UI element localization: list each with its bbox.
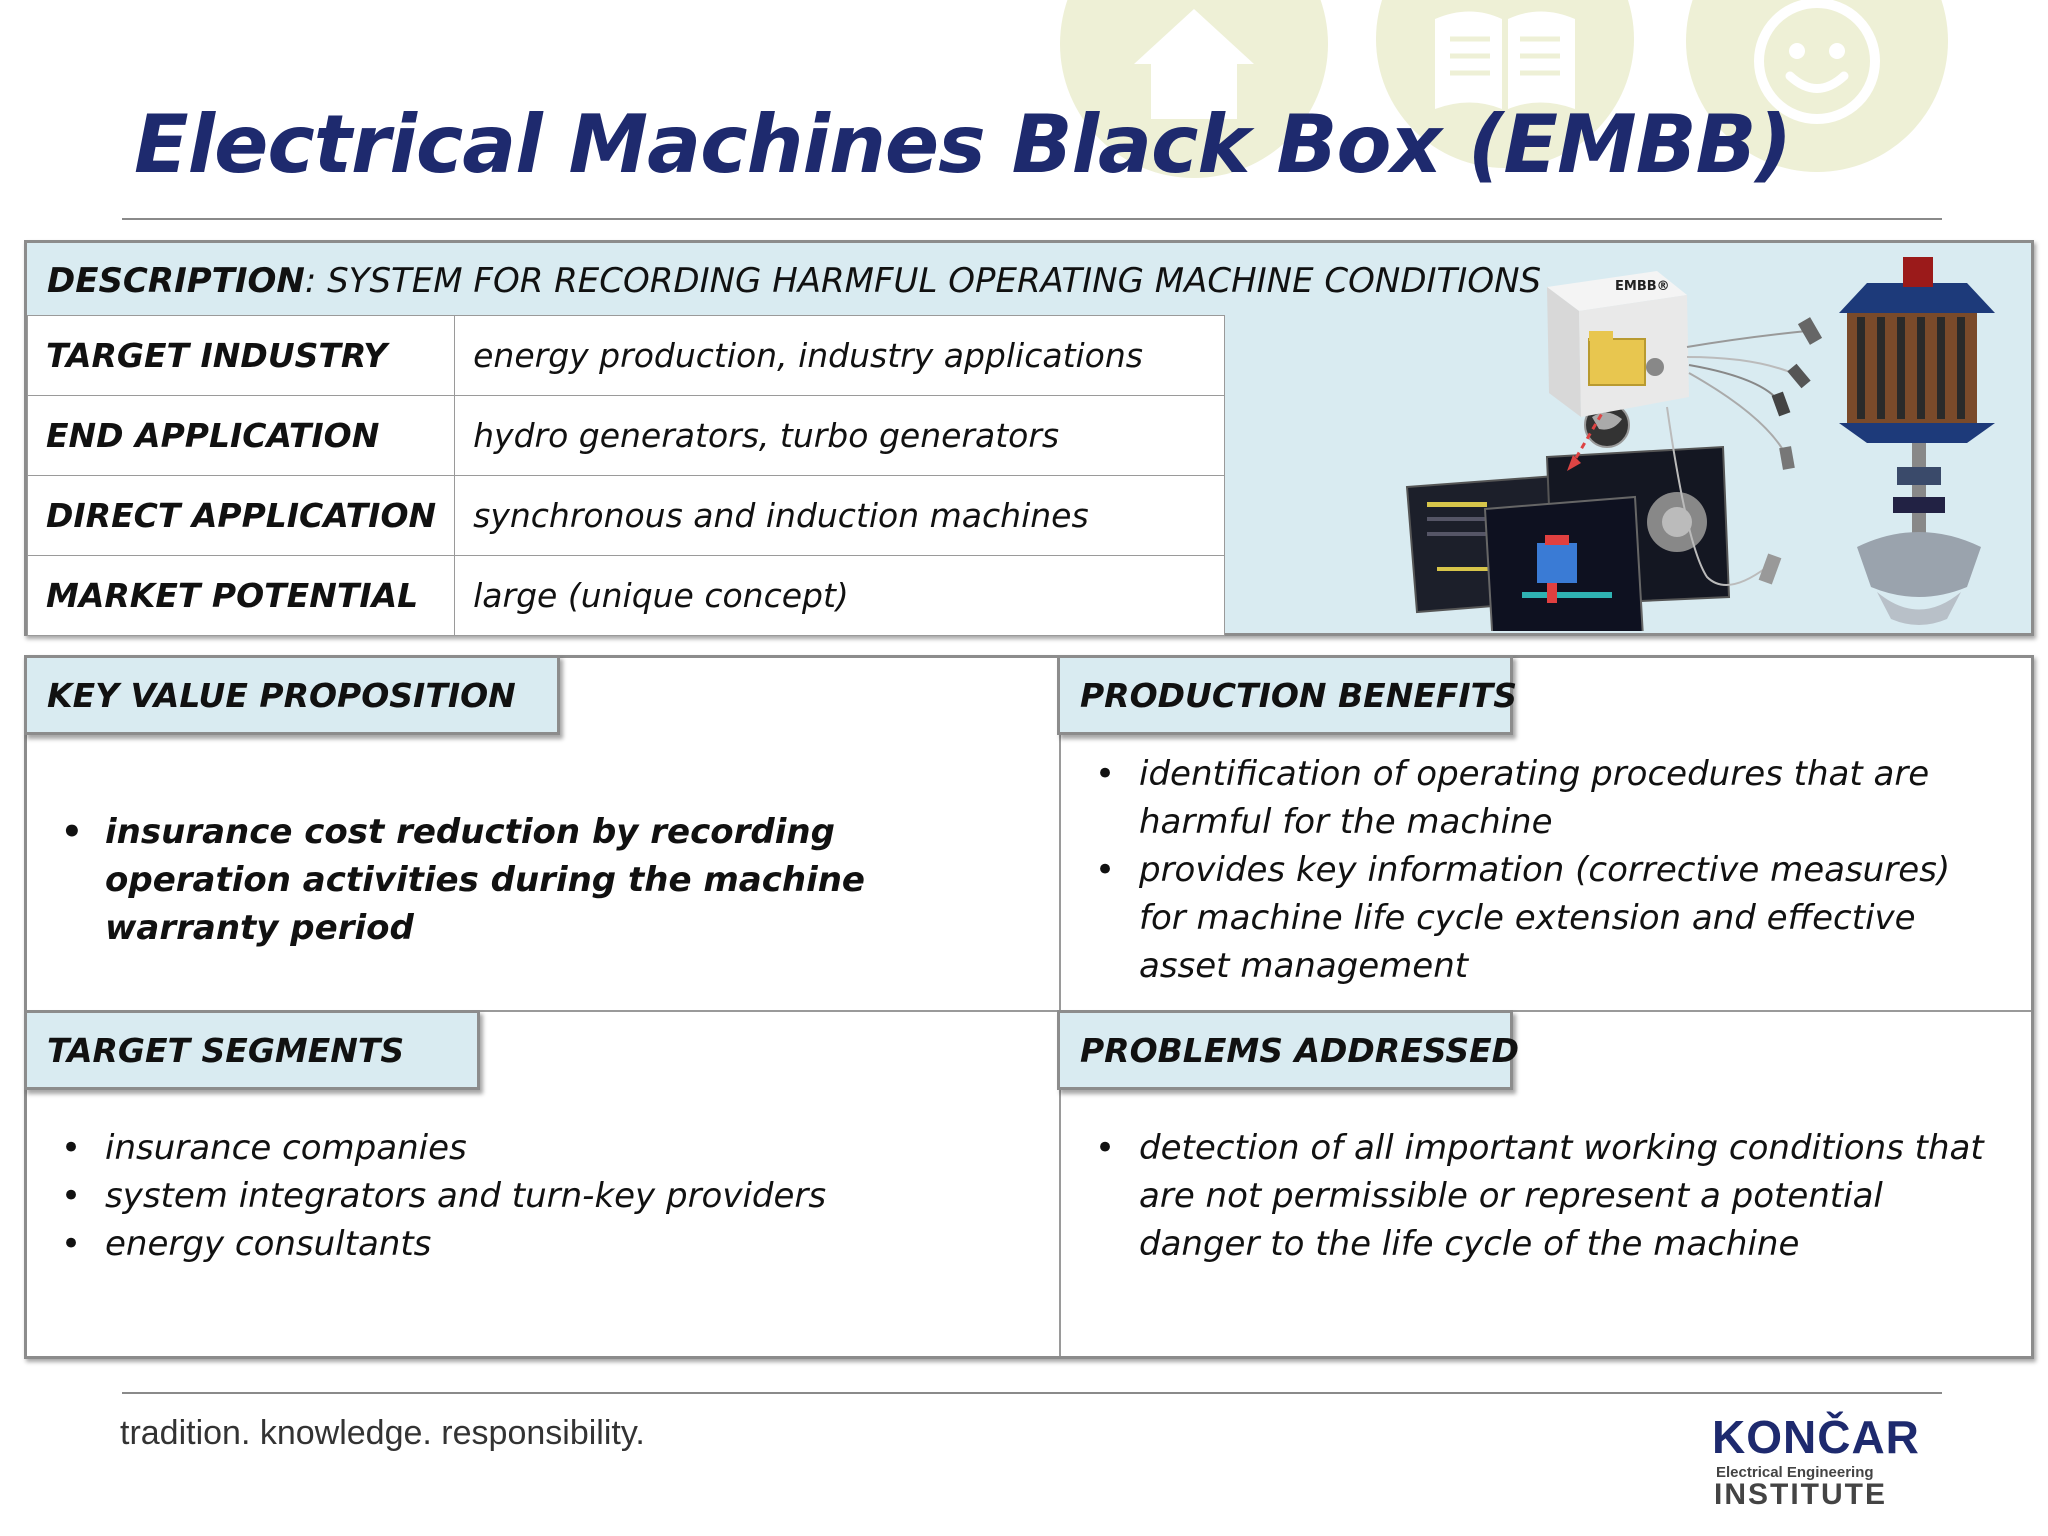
logo-subtitle: Electrical Engineering — [1716, 1464, 1874, 1481]
description-separator: : — [304, 261, 328, 301]
row-value: energy production, industry applications — [454, 315, 1225, 396]
problems-addressed-list: detection of all important working condi… — [1083, 1124, 1993, 1268]
grid-divider-horizontal — [27, 1010, 2031, 1012]
bottom-divider — [122, 1392, 1942, 1394]
generator-icon — [1839, 257, 1995, 625]
key-value-list: insurance cost reduction by recording op… — [49, 808, 1029, 952]
description-panel: DESCRIPTION: SYSTEM FOR RECORDING HARMFU… — [24, 240, 2034, 636]
sensor-icon — [1758, 317, 1823, 585]
list-item: system integrators and turn-key provider… — [49, 1172, 1029, 1220]
smiley-icon — [1754, 0, 1880, 124]
target-segments-title: TARGET SEGMENTS — [24, 1010, 480, 1090]
list-item: provides key information (corrective mea… — [1083, 846, 1993, 990]
row-value: large (unique concept) — [454, 555, 1225, 636]
row-key: END APPLICATION — [26, 395, 456, 476]
grid-divider-vertical — [1059, 658, 1061, 1356]
row-value: synchronous and induction machines — [454, 475, 1225, 556]
list-item: identification of operating procedures t… — [1083, 750, 1993, 846]
list-item: detection of all important working condi… — [1083, 1124, 1993, 1268]
key-value-title: KEY VALUE PROPOSITION — [24, 655, 560, 735]
embb-illustration: EMBB® — [1405, 257, 1995, 631]
production-benefits-title: PRODUCTION BENEFITS — [1057, 655, 1517, 735]
problems-addressed-title: PROBLEMS ADDRESSED — [1057, 1010, 1519, 1090]
book-icon — [1435, 11, 1575, 109]
description-text: SYSTEM FOR RECORDING HARMFUL OPERATING M… — [327, 261, 1542, 301]
description-label: DESCRIPTION — [47, 261, 305, 301]
row-key: MARKET POTENTIAL — [26, 555, 456, 636]
target-segments-list: insurance companies system integrators a… — [49, 1124, 1029, 1268]
production-benefits-list: identification of operating procedures t… — [1083, 750, 1993, 990]
details-grid: KEY VALUE PROPOSITION insurance cost red… — [24, 655, 2034, 1359]
embb-box-label: EMBB® — [1615, 279, 1670, 294]
list-item: energy consultants — [49, 1220, 1029, 1268]
description-line: DESCRIPTION: SYSTEM FOR RECORDING HARMFU… — [47, 261, 1541, 301]
footer-tagline: tradition. knowledge. responsibility. — [120, 1414, 645, 1452]
koncar-logo: KONČAR — [1712, 1411, 1920, 1463]
page-title: Electrical Machines Black Box (EMBB) — [134, 98, 1792, 191]
monitor-screens-icon — [1405, 445, 1731, 631]
list-item: insurance cost reduction by recording op… — [49, 808, 1029, 952]
row-value: hydro generators, turbo generators — [454, 395, 1225, 476]
logo-institute: INSTITUTE — [1714, 1478, 1887, 1511]
top-divider — [122, 218, 1942, 220]
row-key: DIRECT APPLICATION — [26, 475, 456, 556]
row-key: TARGET INDUSTRY — [26, 315, 456, 396]
house-icon — [1134, 9, 1254, 119]
embb-box-icon: EMBB® — [1547, 271, 1689, 417]
list-item: insurance companies — [49, 1124, 1029, 1172]
